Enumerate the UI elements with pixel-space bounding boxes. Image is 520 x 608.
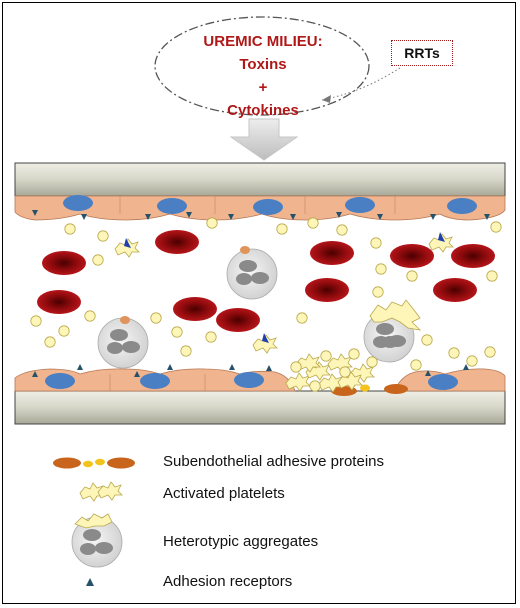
adhesion-receptor-icon (86, 578, 94, 586)
leukocyte (97, 316, 149, 369)
subendothelial-proteins (331, 384, 408, 396)
activated-platelet (114, 238, 140, 258)
figure-border (2, 2, 516, 604)
heterotypic-aggregate-icon (71, 513, 123, 568)
rrts-box: RRTs (391, 40, 453, 66)
top-vessel-wall (14, 162, 506, 197)
adhesive-proteins-icon (53, 457, 135, 469)
cytokines-label: Cytokines (227, 102, 299, 119)
uremic-milieu-ellipse (154, 16, 370, 116)
legend-label-activated-platelets: Activated platelets (163, 485, 285, 502)
bottom-nuclei (45, 372, 458, 390)
heterotypic-aggregate (363, 299, 422, 363)
leukocyte (226, 246, 278, 300)
activated-platelet-icon (79, 481, 123, 502)
legend-label-adhesive-proteins: Subendothelial adhesive proteins (163, 453, 384, 470)
top-nuclei (63, 195, 477, 215)
legend-label-heterotypic-aggregates: Heterotypic aggregates (163, 533, 319, 550)
activated-platelet (428, 232, 454, 253)
bottom-receptors (32, 364, 469, 377)
uremic-milieu-label: UREMIC MILIEU: Toxins + Cytokines (188, 30, 338, 122)
rrts-arrow (321, 67, 401, 103)
top-receptors (32, 210, 490, 220)
uremic-milieu-title: UREMIC MILIEU: (203, 33, 323, 50)
legend-label-adhesion-receptors: Adhesion receptors (163, 573, 293, 590)
activated-platelet (252, 333, 278, 354)
down-arrow (229, 118, 299, 161)
toxins-label: Toxins (239, 56, 287, 73)
bottom-vessel-wall (14, 390, 506, 425)
plus-label: + (258, 79, 268, 96)
